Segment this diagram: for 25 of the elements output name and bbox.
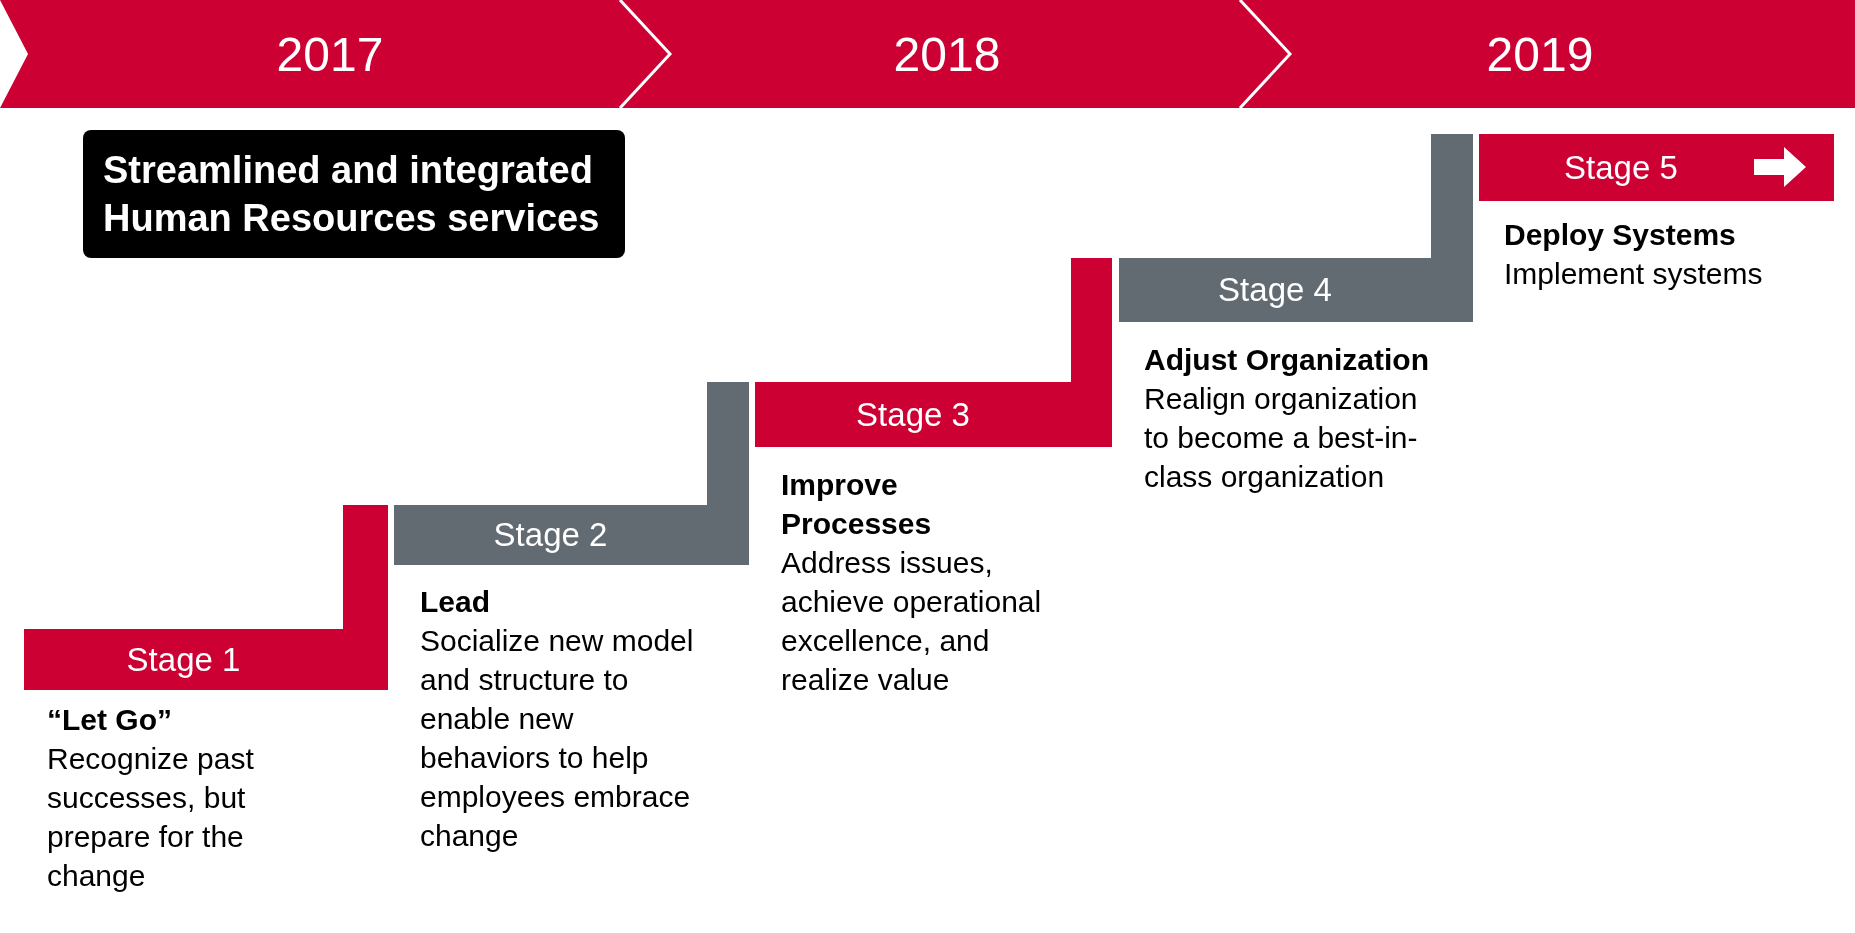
stage-bar	[1479, 134, 1834, 201]
stage-description: Address issues, achieve operational excellence, and realize value	[781, 545, 1043, 698]
stage-label: Stage 1	[125, 639, 242, 680]
stage-description: Socialize new model and structure to enable new behaviors to help employees embrace change	[420, 623, 695, 854]
banner-text: Streamlined and integrated Human Resources services	[103, 148, 601, 241]
stage-heading: “Let Go”	[47, 702, 173, 738]
stage-label: Stage 5	[1564, 147, 1678, 188]
step-shape	[1119, 134, 1473, 322]
step-shape	[394, 382, 749, 565]
step-shape	[24, 505, 388, 690]
stage-description: Realign organization to become a best-in-class organization	[1144, 381, 1419, 495]
stage-heading: Deploy Systems	[1504, 217, 1737, 253]
stage-heading: Lead	[420, 584, 492, 620]
year-label: 2019	[1295, 20, 1785, 88]
year-label: 2017	[60, 20, 600, 88]
stage-description: Implement systems	[1504, 256, 1764, 292]
stage-label: Stage 2	[492, 515, 609, 555]
stage-description: Recognize past successes, but prepare for the change	[47, 741, 255, 894]
stage-heading: Adjust Organization	[1144, 342, 1430, 378]
stage-heading: Improve Processes	[781, 467, 933, 542]
stage-label: Stage 3	[855, 394, 971, 435]
banner-box	[83, 130, 625, 258]
step-shape	[755, 258, 1112, 447]
year-label: 2018	[672, 20, 1222, 88]
stage-label: Stage 4	[1217, 270, 1333, 310]
